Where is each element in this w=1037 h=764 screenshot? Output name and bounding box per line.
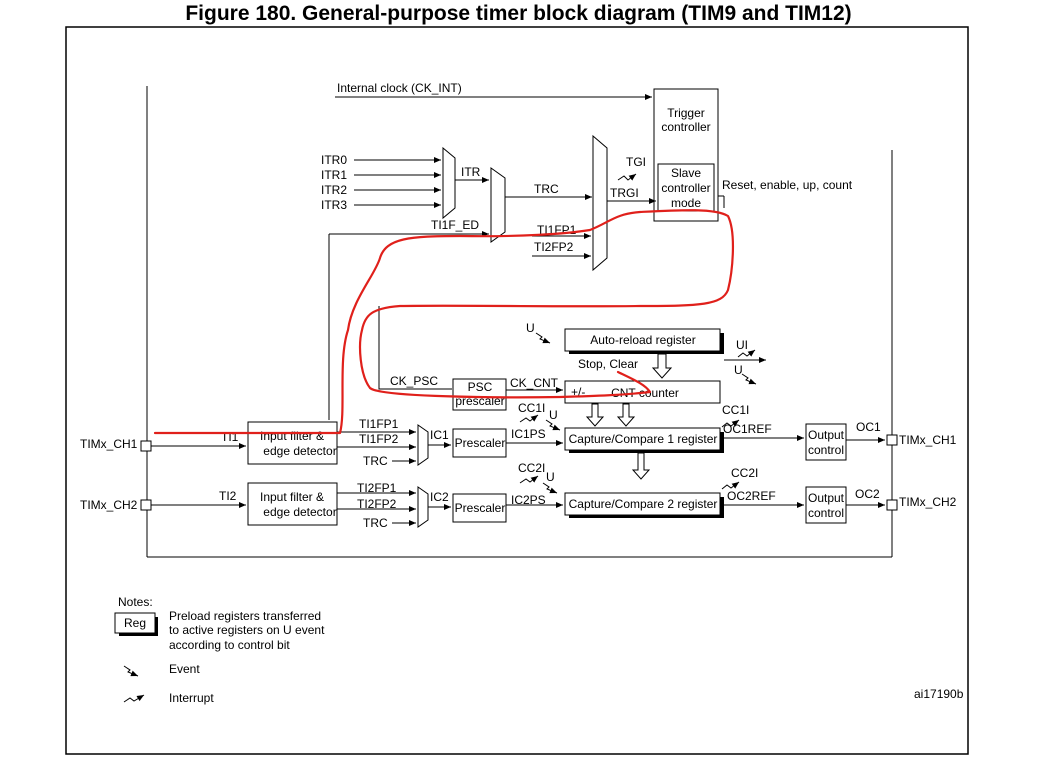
ck-psc-line — [378, 306, 452, 390]
cc1-register-label: Capture/Compare 1 register — [569, 432, 718, 446]
timx-ch1-label: TIMx_CH1 — [80, 437, 138, 451]
ic2ps-label: IC2PS — [511, 493, 546, 507]
svg-text:ITR3: ITR3 — [321, 198, 347, 212]
u-cc1-label: U — [549, 408, 558, 422]
ti1f-ed-label: TI1F_ED — [431, 218, 479, 232]
u-top-label: U — [526, 321, 535, 335]
svg-text:ITR1: ITR1 — [321, 168, 347, 182]
ic1-mux — [417, 424, 429, 466]
ck-psc-label: CK_PSC — [390, 374, 438, 388]
ui-label: UI — [736, 338, 748, 352]
slave-label: Slave — [671, 166, 701, 180]
reload-to-counter-arrow — [651, 353, 673, 379]
input-filter-2 — [247, 482, 338, 526]
figure-id: ai17190b — [914, 687, 964, 701]
cc2i-right-label: CC2I — [731, 466, 758, 480]
output-control-2-label: Output — [808, 491, 845, 505]
output-control-2-label-2: control — [808, 506, 844, 520]
ti2fp1-label: TI2FP1 — [357, 481, 397, 495]
auto-reload-label: Auto-reload register — [590, 333, 695, 347]
psc-prescaler-box — [452, 378, 507, 411]
output-control-1-label: Output — [808, 428, 845, 442]
counter-to-cc1-arrow — [585, 403, 605, 427]
prescaler-2-box — [452, 493, 507, 523]
psc-label: PSC — [468, 380, 493, 394]
event-label: Event — [169, 662, 200, 676]
internal-clock-label: Internal clock (CK_INT) — [337, 81, 462, 95]
trc-2-label: TRC — [363, 516, 388, 530]
output-control-2 — [805, 486, 847, 524]
ic1ps-label: IC1PS — [511, 427, 546, 441]
notes-heading: Notes: — [118, 595, 153, 609]
oc2-label: OC2 — [855, 487, 880, 501]
ti2-label: TI2 — [219, 489, 237, 503]
u-right-label: U — [734, 363, 743, 377]
itr-mux — [442, 146, 456, 220]
output-control-1-label-2: control — [808, 443, 844, 457]
cc1i-left-label: CC1I — [518, 401, 545, 415]
output-control-1 — [805, 423, 847, 461]
timx-ch2-out-label: TIMx_CH2 — [899, 495, 957, 509]
ti1fp2-label: TI1FP2 — [359, 432, 399, 446]
event-icon — [123, 665, 139, 677]
prescaler-1-label: Prescaler — [455, 436, 506, 450]
svg-text:ITR2: ITR2 — [321, 183, 347, 197]
cc1i-right-label: CC1I — [722, 403, 749, 417]
tgi-label: TGI — [626, 155, 646, 169]
itr-label: ITR — [461, 165, 481, 179]
ti1fp1-label: TI1FP1 — [359, 417, 399, 431]
input-filter-1-label: Input filter & — [260, 429, 324, 443]
timer-boundary — [146, 86, 893, 558]
trc-mux — [490, 167, 506, 243]
ch1-out-pin — [886, 434, 898, 446]
slave-controller-box — [657, 163, 715, 212]
oc1-label: OC1 — [856, 420, 881, 434]
slave-label-3: mode — [671, 196, 701, 210]
figure-frame — [65, 26, 969, 755]
timx-ch2-label: TIMx_CH2 — [80, 498, 138, 512]
oc1ref-label: OC1REF — [723, 422, 772, 436]
figure-title: Figure 180. General-purpose timer block … — [185, 2, 852, 25]
trgi-mux — [592, 134, 608, 272]
ti2fp2-label: TI2FP2 — [357, 497, 397, 511]
interrupt-label: Interrupt — [169, 691, 214, 705]
input-filter-1-label-2: edge detector — [263, 444, 336, 458]
red-annotation-path — [153, 209, 735, 435]
reg-desc-2: to active registers on U event — [169, 623, 325, 637]
trc-label: TRC — [534, 182, 559, 196]
reg-desc-1: Preload registers transferred — [169, 609, 321, 623]
ic2-mux — [417, 486, 429, 528]
cc2i-left-label: CC2I — [518, 461, 545, 475]
reset-enable-label: Reset, enable, up, count — [722, 178, 853, 192]
input-filter-1 — [247, 421, 338, 465]
ti2fp2-top-label: TI2FP2 — [534, 240, 574, 254]
cc2-register-label: Capture/Compare 2 register — [569, 497, 718, 511]
trgi-label: TRGI — [610, 186, 639, 200]
reg-legend-label: Reg — [124, 616, 146, 630]
input-filter-2-label: Input filter & — [260, 490, 324, 504]
trc-1-label: TRC — [363, 454, 388, 468]
cc1-to-cc2-arrow — [631, 452, 651, 480]
ch1-pin — [140, 440, 152, 452]
u-cc2-label: U — [546, 470, 555, 484]
ck-cnt-label: CK_CNT — [510, 376, 559, 390]
ch2-pin — [140, 499, 152, 511]
input-filter-2-label-2: edge detector — [263, 505, 336, 519]
oc2ref-label: OC2REF — [727, 489, 776, 503]
slave-label-2: controller — [661, 181, 710, 195]
svg-text:ITR0: ITR0 — [321, 153, 347, 167]
trigger-controller-label-2: controller — [661, 120, 710, 134]
prescaler-2-label: Prescaler — [455, 501, 506, 515]
reg-desc-3: according to control bit — [169, 638, 290, 652]
stop-clear-label: Stop, Clear — [578, 357, 638, 371]
ch2-out-pin — [886, 499, 898, 511]
ic1-label: IC1 — [430, 428, 449, 442]
timx-ch1-out-label: TIMx_CH1 — [899, 433, 957, 447]
itr-inputs: ITR0 ITR1 ITR2 ITR3 — [321, 153, 441, 212]
interrupt-icon — [123, 694, 145, 703]
ic2-label: IC2 — [430, 490, 449, 504]
trigger-controller-label: Trigger — [667, 106, 705, 120]
